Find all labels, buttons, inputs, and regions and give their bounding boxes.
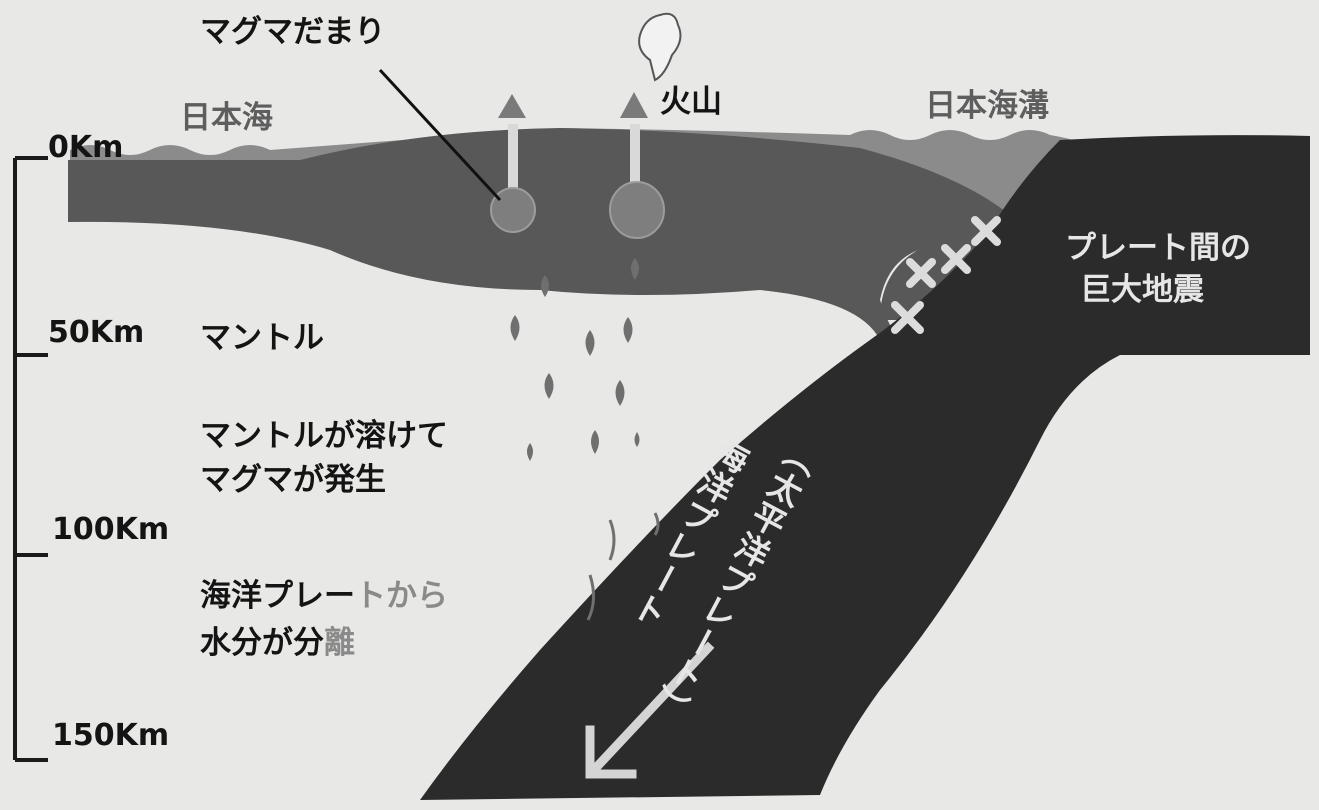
oceanic-plate [420, 135, 1310, 801]
volcano-peak [620, 92, 648, 118]
water-label-1a: 海洋プレー [200, 578, 355, 614]
water-line [586, 574, 595, 621]
x-mark-icon [971, 216, 1001, 246]
water-release-lines [586, 512, 660, 621]
droplet [585, 330, 595, 356]
water-label-2: 水分が分離 [200, 625, 355, 662]
droplet [631, 258, 639, 280]
depth-tick-150: 150Km [52, 718, 170, 753]
droplet [527, 443, 533, 461]
x-mark-icon [891, 301, 924, 334]
eruption-plume-icon [638, 12, 682, 82]
magma-chamber-left [490, 187, 536, 233]
magma-droplets [510, 258, 640, 461]
depth-tick-100: 100Km [52, 512, 170, 547]
melt-label-1: マントルが溶けて [200, 418, 448, 454]
subduction-arrow-icon [585, 641, 715, 779]
magma-chamber-right [609, 181, 665, 239]
mantle-label: マントル [200, 320, 324, 356]
earthquake-x-markers [891, 216, 1001, 334]
droplet [510, 315, 520, 341]
magma-label-pointer [378, 68, 502, 202]
interplate-quake-label-1: プレート間の [1065, 230, 1251, 266]
water-label-2b: 離 [324, 625, 355, 661]
droplet [615, 380, 625, 406]
magma-chamber-label: マグマだまり [200, 14, 386, 50]
melt-label-2: マグマが発生 [200, 462, 386, 498]
water-line [653, 512, 660, 536]
x-mark-icon [941, 244, 971, 274]
conduit-right [630, 124, 640, 194]
continental-crust [68, 128, 1030, 340]
interplate-quake-label-2: 巨大地震 [1080, 272, 1204, 308]
mountain-left [498, 94, 526, 118]
x-mark-icon [906, 258, 936, 288]
water-line [608, 519, 616, 561]
droplet [591, 430, 599, 454]
depth-scale [13, 156, 48, 762]
water-label-1: 海洋プレートから [200, 578, 448, 615]
volcano-label: 火山 [660, 84, 722, 120]
japan-trench-label: 日本海溝 [925, 88, 1049, 124]
water-label-2a: 水分が分 [200, 625, 324, 661]
droplet [634, 432, 640, 447]
droplet [541, 275, 549, 297]
droplet [623, 317, 633, 343]
droplet [544, 373, 554, 399]
conduit-left [508, 124, 518, 194]
depth-tick-0: 0Km [48, 130, 124, 165]
water-label-1b: トから [355, 578, 448, 614]
depth-tick-50: 50Km [48, 315, 145, 350]
sea-of-japan-label: 日本海 [180, 100, 273, 136]
